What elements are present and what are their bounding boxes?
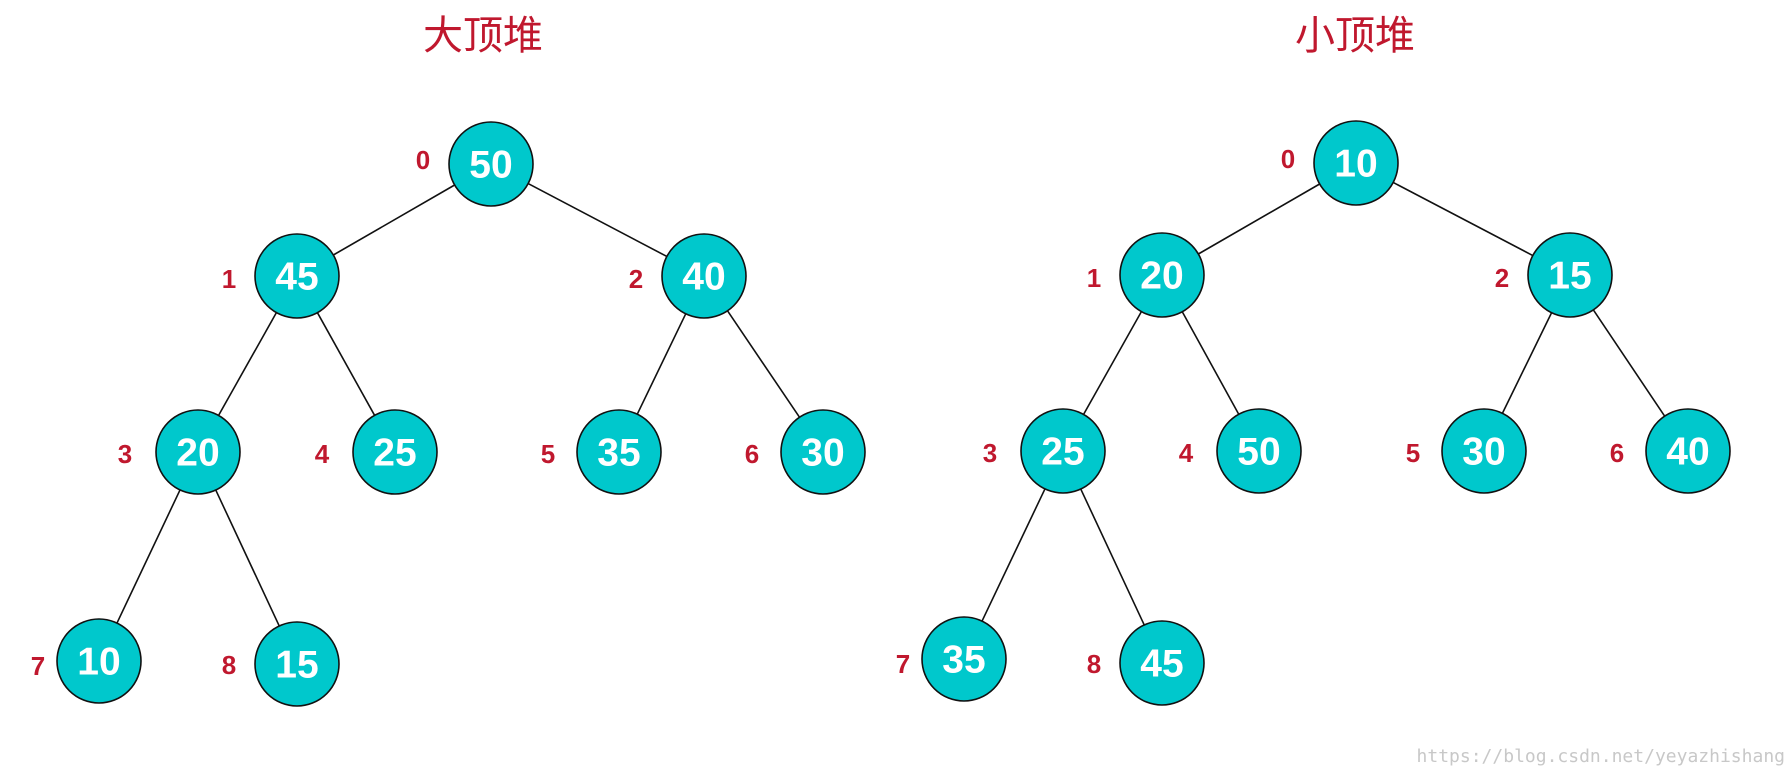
min-heap-node-circle-1 [1119, 232, 1205, 318]
min-heap-node-value-7: 35 [942, 639, 985, 682]
min-heap-node-4: 50 4 [1179, 408, 1302, 494]
max-heap-title: 大顶堆 [423, 13, 543, 59]
min-heap-node-2: 15 2 [1495, 232, 1613, 318]
max-heap-edge-1-4 [316, 312, 376, 416]
max-heap-edge-3-7 [116, 489, 181, 624]
max-heap-tree: 50 0 45 1 40 2 20 3 25 4 35 5 30 6 10 7 15 8 [31, 121, 866, 707]
min-heap-node-circle-3 [1020, 408, 1106, 494]
max-heap-node-circle-4 [352, 409, 438, 495]
max-heap-index-label-4: 4 [315, 439, 330, 469]
max-heap-node-circle-8 [254, 621, 340, 707]
max-heap-node-circle-3 [155, 409, 241, 495]
min-heap-node-circle-0 [1313, 120, 1399, 206]
max-heap-index-label-1: 1 [222, 264, 236, 294]
max-heap-node-value-0: 50 [469, 144, 512, 187]
min-heap-index-label-6: 6 [1610, 438, 1624, 468]
max-heap-node-4: 25 4 [315, 409, 438, 495]
max-heap-node-value-4: 25 [373, 432, 416, 475]
max-heap-node-circle-6 [780, 409, 866, 495]
max-heap-node-7: 10 7 [31, 618, 142, 704]
min-heap-node-7: 35 7 [896, 616, 1007, 702]
min-heap-node-value-8: 45 [1140, 643, 1183, 686]
min-heap-index-label-1: 1 [1087, 263, 1101, 293]
min-heap-edge-1-3 [1082, 311, 1143, 415]
max-heap-edge-2-6 [726, 310, 801, 418]
min-heap-node-value-4: 50 [1237, 431, 1280, 474]
max-heap-node-circle-0 [448, 121, 534, 207]
min-heap-tree: 10 0 20 1 15 2 25 3 50 4 30 5 40 6 35 7 45 8 [896, 120, 1731, 706]
min-heap-node-value-6: 40 [1666, 431, 1709, 474]
min-heap-title: 小顶堆 [1295, 13, 1415, 59]
min-heap-node-value-3: 25 [1041, 431, 1084, 474]
max-heap-node-value-2: 40 [682, 256, 725, 299]
min-heap-node-5: 30 5 [1406, 408, 1527, 494]
max-heap-node-value-7: 10 [77, 641, 120, 684]
max-heap-edge-1-3 [217, 312, 278, 416]
min-heap-node-circle-2 [1527, 232, 1613, 318]
max-heap-index-label-3: 3 [118, 439, 132, 469]
min-heap-node-circle-8 [1119, 620, 1205, 706]
min-heap-node-1: 20 1 [1087, 232, 1205, 318]
min-heap-index-label-2: 2 [1495, 263, 1509, 293]
max-heap-node-8: 15 8 [222, 621, 340, 707]
max-heap-node-0: 50 0 [416, 121, 534, 207]
min-heap-node-0: 10 0 [1281, 120, 1399, 206]
min-heap-edge-2-6 [1592, 309, 1666, 417]
max-heap-node-1: 45 1 [222, 233, 340, 319]
min-heap-node-value-5: 30 [1462, 431, 1505, 474]
max-heap-node-circle-7 [56, 618, 142, 704]
min-heap-edge-0-1 [1197, 183, 1321, 255]
min-heap-edge-3-7 [981, 488, 1046, 622]
min-heap-node-3: 25 3 [983, 408, 1106, 494]
min-heap-node-value-2: 15 [1548, 255, 1591, 298]
max-heap-node-circle-5 [576, 409, 662, 495]
min-heap-node-circle-7 [921, 616, 1007, 702]
max-heap-node-value-1: 45 [275, 256, 318, 299]
min-heap-index-label-3: 3 [983, 438, 997, 468]
min-heap-node-value-0: 10 [1334, 143, 1377, 186]
min-heap-node-circle-6 [1645, 408, 1731, 494]
max-heap-index-label-8: 8 [222, 650, 236, 680]
max-heap-node-5: 35 5 [541, 409, 662, 495]
max-heap-node-value-6: 30 [801, 432, 844, 475]
max-heap-node-2: 40 2 [629, 233, 747, 319]
min-heap-node-6: 40 6 [1610, 408, 1731, 494]
max-heap-edge-2-5 [636, 313, 687, 415]
min-heap-node-8: 45 8 [1087, 620, 1205, 706]
min-heap-node-circle-5 [1441, 408, 1527, 494]
min-heap-edge-3-8 [1080, 488, 1145, 626]
min-heap-index-label-8: 8 [1087, 649, 1101, 679]
max-heap-edge-0-1 [332, 184, 456, 256]
max-heap-index-label-5: 5 [541, 439, 555, 469]
max-heap-index-label-6: 6 [745, 439, 759, 469]
min-heap-index-label-4: 4 [1179, 438, 1194, 468]
max-heap-node-value-8: 15 [275, 644, 318, 687]
min-heap-index-label-5: 5 [1406, 438, 1420, 468]
min-heap-index-label-0: 0 [1281, 144, 1295, 174]
max-heap-node-circle-1 [254, 233, 340, 319]
max-heap-node-value-5: 35 [597, 432, 640, 475]
max-heap-index-label-0: 0 [416, 145, 430, 175]
max-heap-index-label-2: 2 [629, 264, 643, 294]
max-heap-index-label-7: 7 [31, 651, 45, 681]
min-heap-index-label-7: 7 [896, 649, 910, 679]
max-heap-edge-3-8 [215, 489, 280, 627]
min-heap-node-circle-4 [1216, 408, 1302, 494]
min-heap-node-value-1: 20 [1140, 255, 1183, 298]
min-heap-edge-0-2 [1392, 181, 1534, 257]
max-heap-node-value-3: 20 [176, 432, 219, 475]
min-heap-edge-2-5 [1501, 312, 1553, 414]
max-heap-node-6: 30 6 [745, 409, 866, 495]
watermark: https://blog.csdn.net/yeyazhishang [1417, 746, 1785, 767]
max-heap-node-3: 20 3 [118, 409, 241, 495]
max-heap-node-circle-2 [661, 233, 747, 319]
min-heap-edge-1-4 [1181, 311, 1240, 415]
max-heap-edge-0-2 [527, 182, 668, 258]
